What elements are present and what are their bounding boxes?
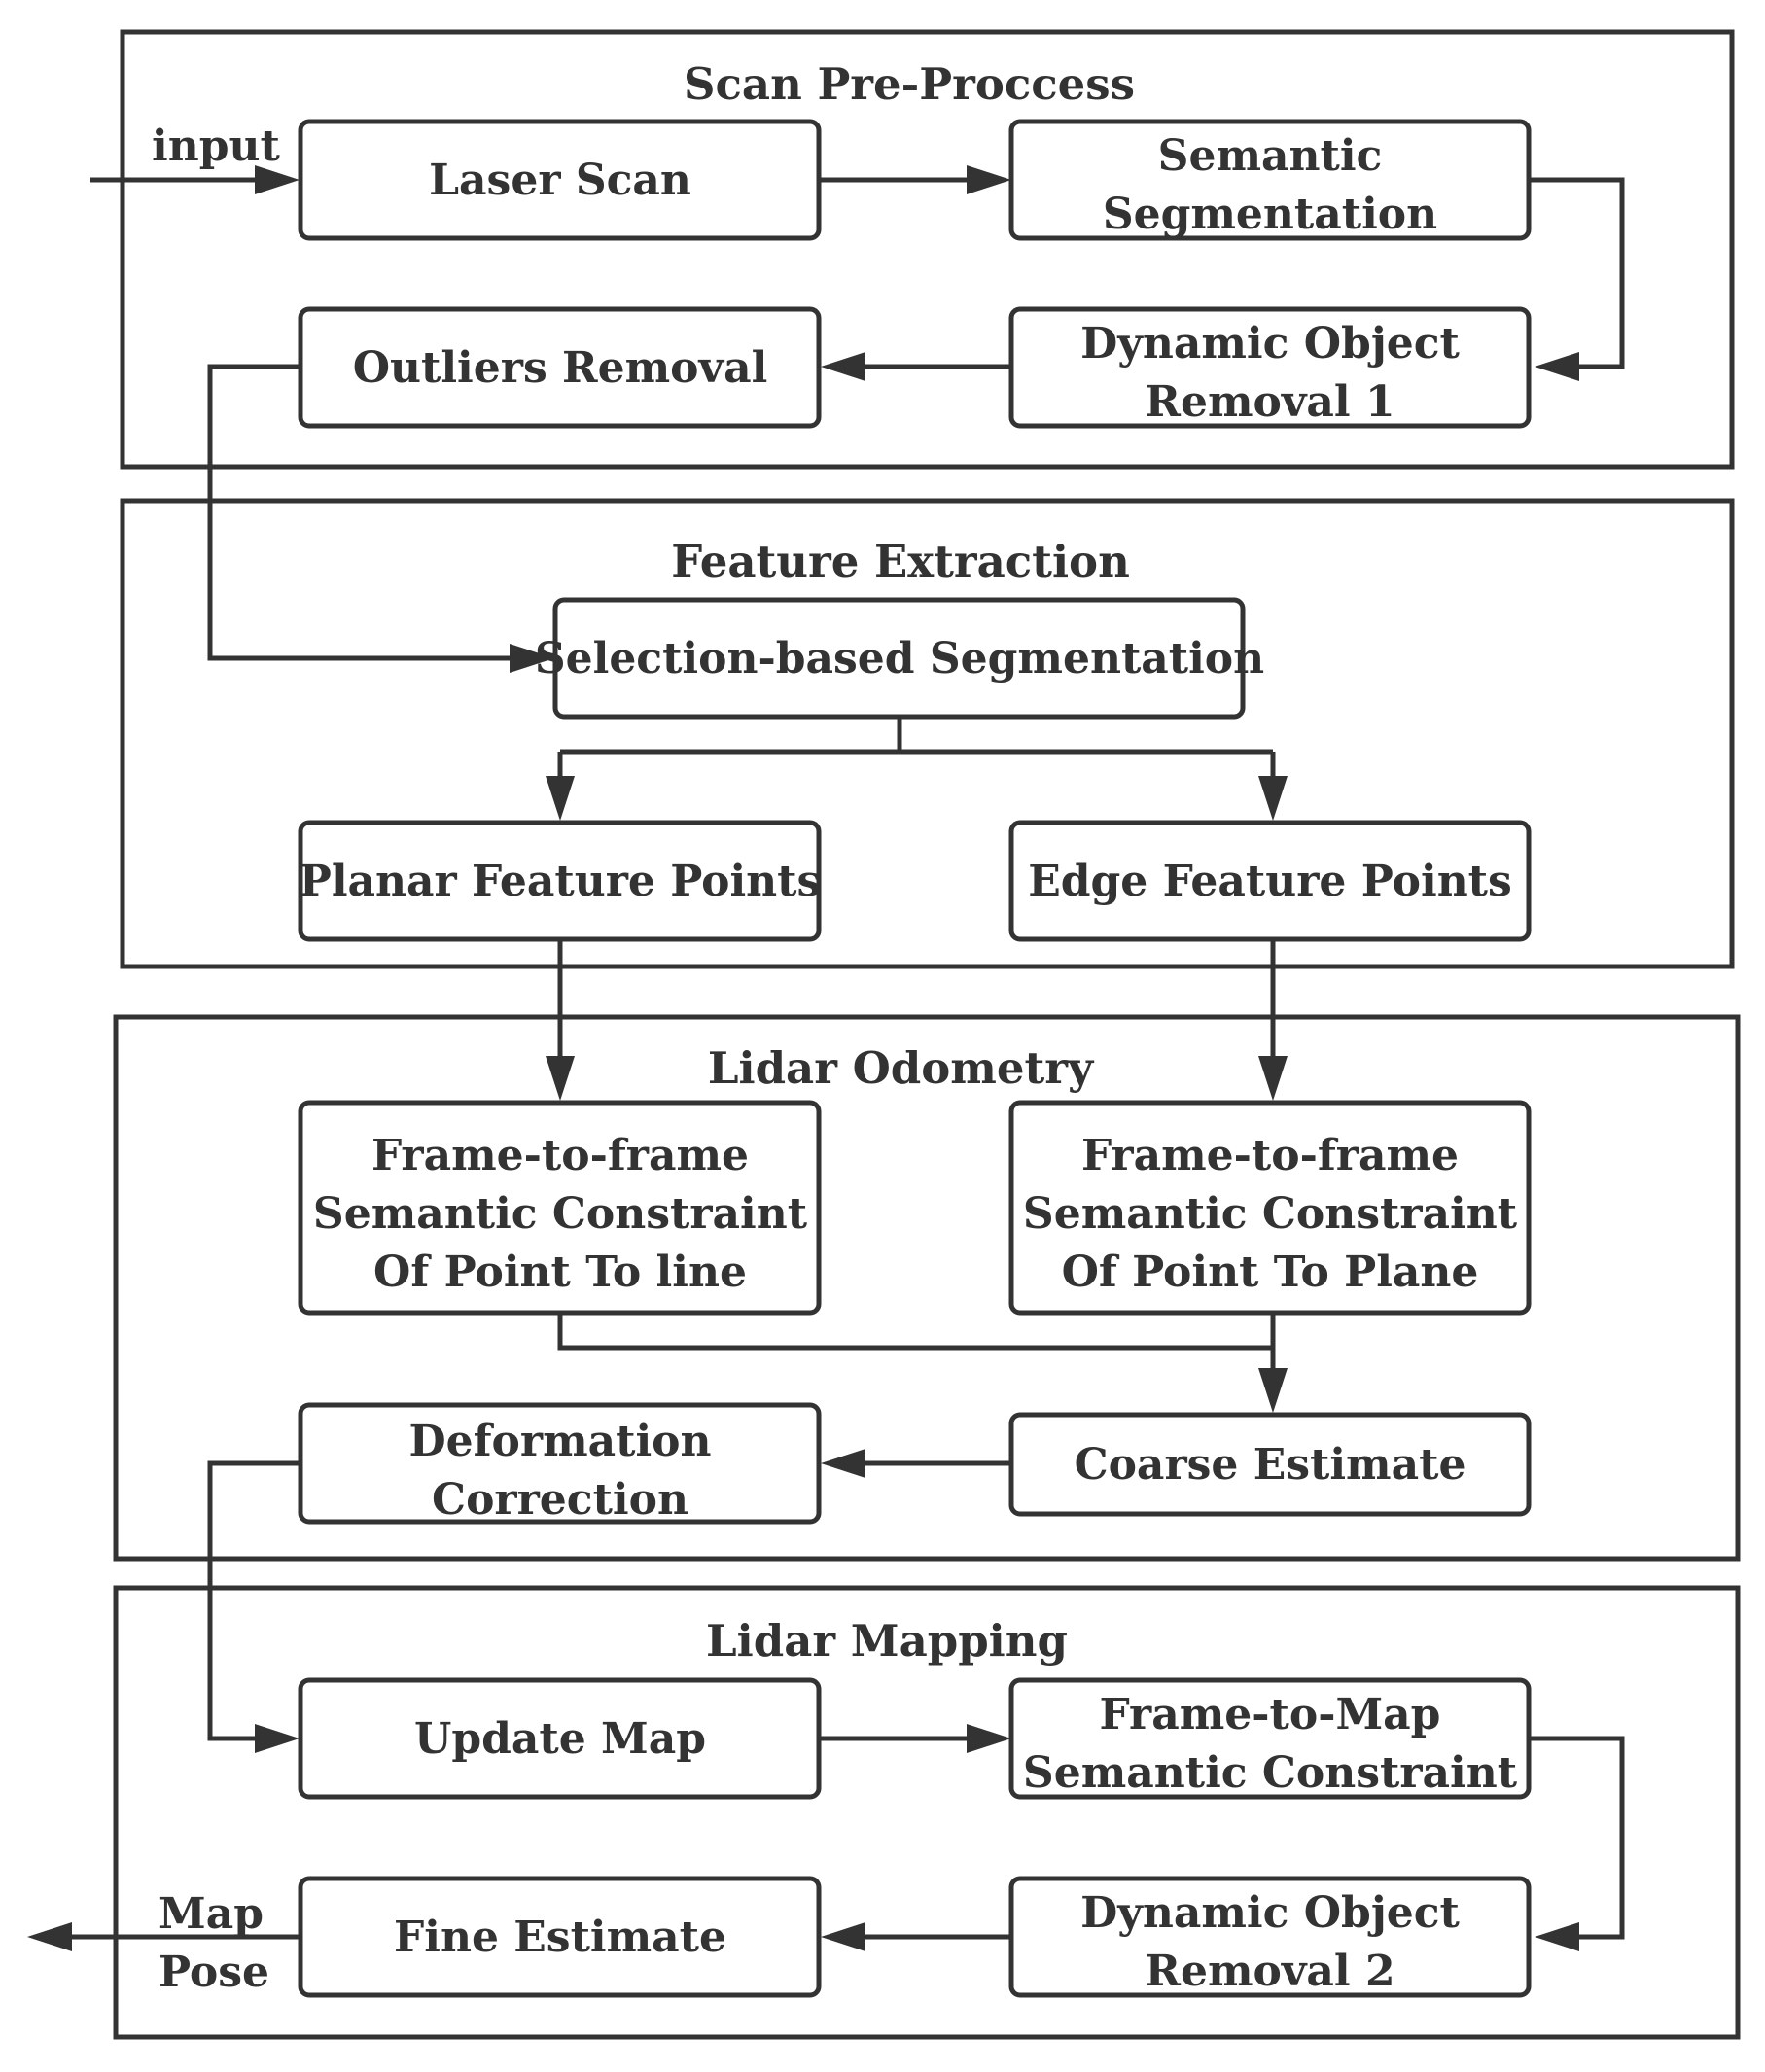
box-f2f-point-to-line xyxy=(298,1100,822,1316)
edge-dyn1-to-outliers-head xyxy=(821,352,865,381)
section-title-feature-extraction: Feature Extraction xyxy=(671,536,1130,587)
edge-selection-split xyxy=(557,717,1276,782)
box-f2f-point-to-plane xyxy=(1008,1100,1532,1316)
edge-deformation-to-update-head xyxy=(255,1724,300,1753)
edge-selection-to-edge-head xyxy=(1258,776,1288,821)
edge-semantic-to-dyn1-head xyxy=(1535,352,1579,381)
edge-planar-to-f2f-line-head xyxy=(546,1056,575,1101)
input-label: input xyxy=(152,122,280,171)
edge-coarse-to-deformation-head xyxy=(821,1449,865,1478)
edge-outliers-to-selection-head xyxy=(510,644,554,673)
box-laser-scan xyxy=(298,119,822,241)
box-deformation-correction xyxy=(298,1402,822,1525)
label-fine-estimate: Fine Estimate xyxy=(394,1913,726,1962)
section-scan-preprocess xyxy=(120,29,1735,470)
edge-deformation-to-update xyxy=(207,1460,300,1741)
edge-dyn2-to-fine-head xyxy=(821,1922,865,1951)
edge-selection-to-planar-head xyxy=(546,776,575,821)
section-title-scan-preprocess: Scan Pre-Proccess xyxy=(684,58,1135,110)
edge-update-to-f2m-head xyxy=(967,1724,1011,1753)
edge-laser-to-semantic-head xyxy=(967,165,1011,194)
edge-f2m-to-dyn2-head xyxy=(1535,1922,1579,1951)
label-laser-scan: Laser Scan xyxy=(429,156,691,205)
box-frame-to-map xyxy=(1008,1677,1532,1800)
box-outliers-removal xyxy=(298,306,822,429)
box-update-map xyxy=(298,1677,822,1800)
section-feature-extraction xyxy=(120,498,1735,969)
label-outliers-removal: Outliers Removal xyxy=(353,343,768,393)
edge-f2f-to-coarse-head xyxy=(1258,1368,1288,1413)
box-semantic-segmentation xyxy=(1008,119,1532,241)
output-arrow-head xyxy=(27,1922,72,1951)
box-selection-based-segmentation xyxy=(552,597,1246,720)
box-coarse-estimate xyxy=(1008,1412,1532,1517)
edge-edge-to-f2f-plane-head xyxy=(1258,1056,1288,1101)
box-fine-estimate xyxy=(298,1876,822,1998)
section-title-lidar-mapping: Lidar Mapping xyxy=(706,1615,1068,1667)
label-update-map: Update Map xyxy=(414,1714,706,1764)
edge-outliers-to-selection xyxy=(207,364,515,661)
section-lidar-odometry xyxy=(113,1014,1741,1562)
label-selection-based-segmentation: Selection-based Segmentation xyxy=(535,634,1264,684)
box-dynamic-object-removal-2 xyxy=(1008,1876,1532,1998)
label-planar-feature-points: Planar Feature Points xyxy=(300,857,822,906)
edge-f2f-to-coarse xyxy=(557,1313,1276,1374)
connectors xyxy=(27,165,1625,1951)
output-label-pose: Pose xyxy=(159,1948,269,1997)
label-edge-feature-points: Edge Feature Points xyxy=(1028,857,1512,906)
section-title-lidar-odometry: Lidar Odometry xyxy=(708,1042,1095,1094)
edge-semantic-to-dyn1 xyxy=(1529,177,1625,369)
output-label-map: Map xyxy=(159,1889,264,1939)
input-arrow-head xyxy=(255,165,300,194)
label-coarse-estimate: Coarse Estimate xyxy=(1075,1440,1466,1490)
box-planar-feature-points xyxy=(298,820,822,942)
edge-f2m-to-dyn2 xyxy=(1529,1736,1625,1940)
section-lidar-mapping xyxy=(113,1585,1741,2040)
box-edge-feature-points xyxy=(1008,820,1532,942)
box-dynamic-object-removal-1 xyxy=(1008,306,1532,429)
